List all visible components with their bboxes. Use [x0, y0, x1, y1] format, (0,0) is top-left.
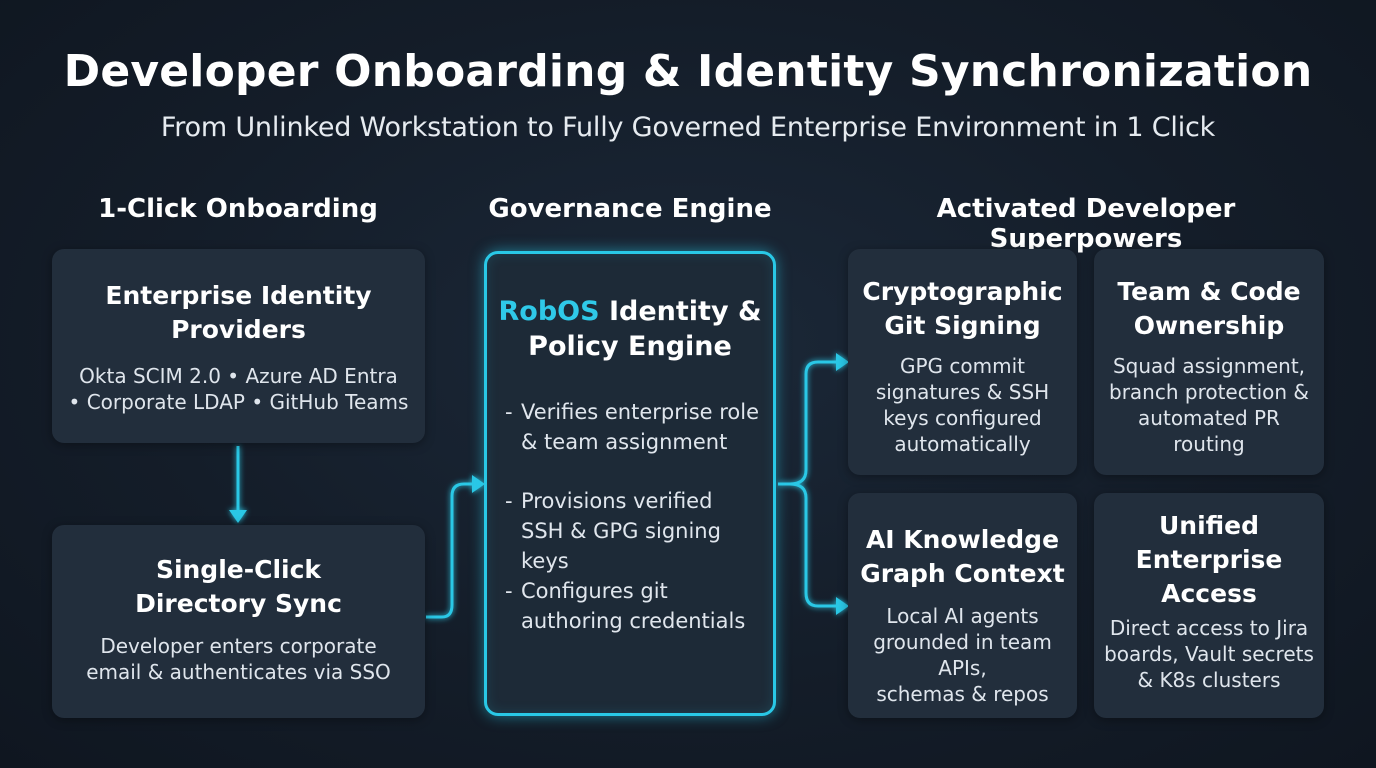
engine-brand: RobOS: [498, 296, 600, 327]
card-title-line: AI Knowledge: [865, 525, 1060, 554]
card-body-line: email & authenticates via SSO: [86, 660, 391, 684]
arrowhead-git: [836, 353, 849, 371]
page-title: Developer Onboarding & Identity Synchron…: [63, 46, 1313, 97]
engine-title-line2: Policy Engine: [528, 331, 732, 362]
arrow-engine-to-superpowers: [778, 360, 838, 608]
card-identity-providers: Enterprise Identity Providers Okta SCIM …: [52, 249, 425, 443]
card-team-ownership: Team & Code Ownership Squad assignment, …: [1094, 249, 1324, 475]
arrow-sync-to-engine: [426, 482, 474, 619]
arrowhead-down: [229, 510, 247, 523]
card-title-line: Enterprise Identity: [105, 281, 372, 310]
card-body-line: Squad assignment,: [1112, 354, 1306, 378]
card-body-line: GPG commit: [899, 354, 1025, 378]
card-body-line: grounded in team APIs,: [873, 630, 1052, 680]
card-ai-knowledge: AI Knowledge Graph Context Local AI agen…: [848, 493, 1077, 718]
card-title-line: Providers: [171, 315, 306, 344]
engine-item: -Provisions verified SSH & GPG signing k…: [505, 489, 721, 573]
engine-item: -Configures git authoring credentials: [505, 579, 746, 633]
card-directory-sync: Single-Click Directory Sync Developer en…: [52, 525, 425, 718]
column-heading-governance: Governance Engine: [488, 194, 772, 224]
card-body-line: automated PR: [1138, 406, 1280, 430]
card-title-line: Access: [1161, 579, 1257, 608]
card-body-line: • Corporate LDAP • GitHub Teams: [68, 390, 409, 414]
card-git-signing: Cryptographic Git Signing GPG commit sig…: [848, 249, 1077, 475]
card-body-line: boards, Vault secrets: [1104, 642, 1314, 666]
engine-title-rest: Identity &: [599, 296, 762, 327]
engine-item: -Verifies enterprise role & team assignm…: [505, 400, 760, 454]
arrowhead-engine: [472, 475, 485, 493]
card-title-line: Unified: [1158, 511, 1260, 540]
card-title-line: Team & Code: [1117, 277, 1301, 306]
card-body-line: branch protection &: [1109, 380, 1309, 404]
column-heading-superpowers: Activated Developer Superpowers: [936, 194, 1236, 254]
card-title-line: Enterprise: [1135, 545, 1283, 574]
card-body-line: & K8s clusters: [1137, 668, 1281, 692]
card-body-line: keys configured: [883, 406, 1042, 430]
card-title-line: Ownership: [1133, 311, 1285, 340]
card-body-line: automatically: [894, 432, 1031, 456]
card-title-line: Directory Sync: [135, 589, 342, 618]
card-body-line: schemas & repos: [876, 682, 1049, 706]
card-unified-access: Unified Enterprise Access Direct access …: [1094, 493, 1324, 718]
column-heading-onboarding: 1-Click Onboarding: [98, 194, 378, 224]
card-title-line: Single-Click: [155, 555, 322, 584]
card-title-line: Cryptographic: [862, 277, 1063, 306]
card-body-line: routing: [1173, 432, 1245, 456]
engine-title: RobOS Identity & Policy Engine: [487, 294, 773, 364]
card-body-line: Direct access to Jira: [1109, 616, 1309, 640]
card-body-line: Developer enters corporate: [100, 634, 377, 658]
card-body-line: signatures & SSH: [875, 380, 1050, 404]
page-subtitle: From Unlinked Workstation to Fully Gover…: [160, 112, 1216, 143]
governance-engine-panel: RobOS Identity & Policy Engine -Verifies…: [484, 251, 776, 716]
card-body-line: Local AI agents: [886, 604, 1039, 628]
card-title-line: Graph Context: [860, 559, 1065, 588]
card-body-line: Okta SCIM 2.0 • Azure AD Entra: [79, 364, 398, 388]
arrowhead-ai: [836, 597, 849, 615]
card-title-line: Git Signing: [884, 311, 1041, 340]
